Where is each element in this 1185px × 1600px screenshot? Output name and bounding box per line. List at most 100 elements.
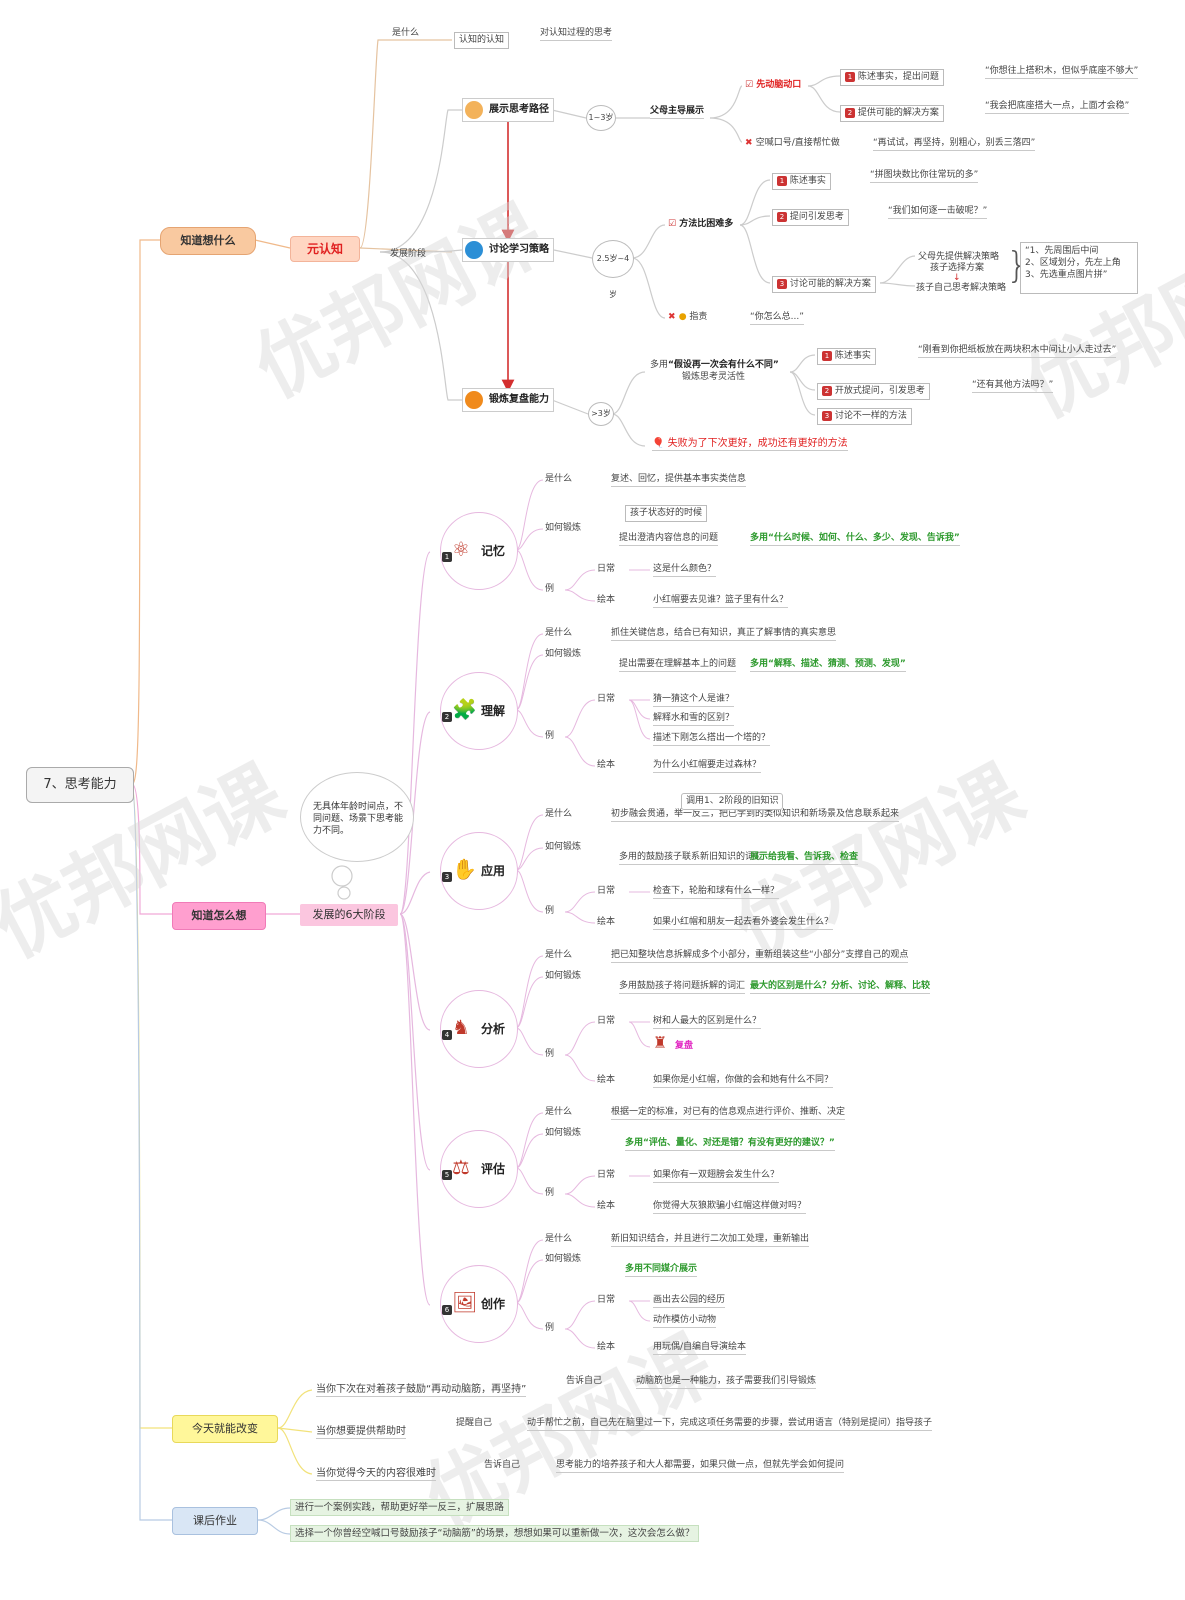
daily-question: 画出去公园的经历 <box>653 1295 726 1308</box>
road-icon <box>465 101 483 119</box>
check-icon: ☑ <box>745 80 757 90</box>
stage-name[interactable]: 应用 <box>481 864 506 878</box>
today-trigger[interactable]: 当你下次在对着孩子鼓励“再动动脑筋，再坚持” <box>316 1384 527 1397</box>
number-badge: 2 <box>442 712 452 722</box>
stage-review-ability[interactable]: 锻炼复盘能力 <box>462 388 554 412</box>
number-badge: 4 <box>442 1030 452 1040</box>
person-icon <box>465 241 483 259</box>
review-icon: ♜ <box>653 1033 668 1052</box>
sub-item: 父母先提供解决策略 <box>918 252 1000 262</box>
number-badge: 3 <box>442 872 452 882</box>
how-label: 如何锻炼 <box>545 523 582 533</box>
how-label: 如何锻炼 <box>545 971 582 981</box>
stage-name[interactable]: 评估 <box>481 1162 506 1176</box>
how-text: 多用鼓励孩子将问题拆解的词汇 <box>619 981 746 994</box>
branch-know-how[interactable]: 知道怎么想 <box>172 902 266 930</box>
meta-cognition[interactable]: 元认知 <box>290 236 360 262</box>
dev-stage-label: 发展阶段 <box>390 249 427 259</box>
number-badge: 2 <box>845 108 855 118</box>
sub-item: 孩子选择方案 <box>930 263 985 273</box>
step-item[interactable]: 1 陈述事实 <box>772 173 831 190</box>
book-question: 如果你是小红帽，你做的会和她有什么不同？ <box>653 1075 834 1088</box>
book-question: 你觉得大灰狼欺骗小红帽这样做对吗？ <box>653 1201 807 1214</box>
six-stages[interactable]: 发展的6大阶段 <box>300 904 398 926</box>
daily-question: 描述下刚怎么搭出一个塔的？ <box>653 733 771 746</box>
check-icon: ☑ <box>668 219 680 229</box>
daily-question: 这是什么颜色？ <box>653 564 717 577</box>
stage-discuss-strategy[interactable]: 讨论学习策略 <box>462 238 554 262</box>
cognition-node[interactable]: 认知的认知 <box>454 32 510 49</box>
daily-question: 如果你有一双翅膀会发生什么？ <box>653 1170 780 1183</box>
branch-today[interactable]: 今天就能改变 <box>172 1415 278 1443</box>
balloon-icon: 🎈 <box>652 438 665 449</box>
daily-label: 日常 <box>597 694 616 704</box>
how-label: 如何锻炼 <box>545 649 582 659</box>
how-tip: 多用不同媒介展示 <box>625 1264 698 1277</box>
quote: “你怎么总...” <box>750 312 804 325</box>
how-label: 如何锻炼 <box>545 1254 582 1264</box>
example-label: 例 <box>545 906 555 916</box>
root-topic[interactable]: 7、思考能力 <box>26 767 134 803</box>
how-tip: 多用“解释、描述、猜测、预测、发现” <box>750 659 906 672</box>
quote: “我们如何逐一击破呢？” <box>888 206 988 219</box>
stage-node[interactable] <box>440 1130 518 1208</box>
note-box: 孩子状态好的时候 <box>625 505 708 522</box>
daily-label: 日常 <box>597 1170 616 1180</box>
thought-bubble: 无具体年龄时间点，不同问题、场景下思考能力不同。 <box>300 772 414 862</box>
puzzle-icon: 🧩 <box>452 697 477 721</box>
what-label: 是什么 <box>545 474 573 484</box>
book-label: 绘本 <box>597 917 616 927</box>
branch-know-what[interactable]: 知道想什么 <box>160 227 256 255</box>
what-label: 是什么 <box>545 809 573 819</box>
step-item[interactable]: 3 讨论不一样的方法 <box>817 408 912 425</box>
today-note: 动手帮忙之前，自己先在脑里过一下，完成这项任务需要的步骤，尝试用语言（特别是提问… <box>527 1418 933 1431</box>
stage-node[interactable] <box>440 512 518 590</box>
stage-node[interactable] <box>440 990 518 1068</box>
homework-item[interactable]: 进行一个案例实践，帮助更好举一反三，扩展思路 <box>290 1499 510 1516</box>
book-question: 小红帽要去见谁？篮子里有什么？ <box>653 595 789 608</box>
number-badge: 3 <box>777 279 787 289</box>
today-reminder: 告诉自己 <box>484 1460 521 1470</box>
today-note: 思考能力的培养孩子和大人都需要，如果只做一点，但就先学会如何提问 <box>556 1460 845 1473</box>
daily-question: 树和人最大的区别是什么？ <box>653 1016 762 1029</box>
step-item[interactable]: 2 开放式提问，引发思考 <box>817 383 930 400</box>
stage-node[interactable] <box>440 1265 518 1343</box>
branch-homework[interactable]: 课后作业 <box>172 1507 258 1535</box>
daily-label: 日常 <box>597 886 616 896</box>
good-practice: ☑ 方法比困难多 <box>668 219 734 229</box>
book-question: 为什么小红帽要走过森林？ <box>653 760 762 773</box>
step-item[interactable]: 1 陈述事实 <box>817 348 876 365</box>
example-label: 例 <box>545 1188 555 1198</box>
today-trigger[interactable]: 当你觉得今天的内容很难时 <box>316 1468 436 1481</box>
what-text: 复述、回忆，提供基本事实类信息 <box>611 474 747 487</box>
stage-name[interactable]: 理解 <box>481 704 506 718</box>
stage-node[interactable] <box>440 672 518 750</box>
how-label: 如何锻炼 <box>545 1128 582 1138</box>
cross-icon: ✖ <box>745 138 756 148</box>
what-text: 根据一定的标准，对已有的信息观点进行评价、推断、决定 <box>611 1107 846 1120</box>
cross-icon: ✖ <box>668 312 679 322</box>
stage-name[interactable]: 分析 <box>481 1022 506 1036</box>
stage-show-path[interactable]: 展示思考路径 <box>462 98 554 122</box>
step-item[interactable]: 3 讨论可能的解决方案 <box>772 276 876 293</box>
quote: “我会把底座搭大一点，上面才会稳” <box>985 101 1130 114</box>
step-item[interactable]: 1 陈述事实，提出问题 <box>840 69 944 86</box>
daily-label: 日常 <box>597 1016 616 1026</box>
stage-name[interactable]: 创作 <box>481 1297 506 1311</box>
homework-item[interactable]: 选择一个你曾经空喊口号鼓励孩子“动脑筋”的场景，想想如果可以重新做一次，这次会怎… <box>290 1525 700 1542</box>
daily-question: 猜一猜这个人是谁？ <box>653 694 735 707</box>
atom-icon: ⚛ <box>452 537 470 561</box>
number-badge: 1 <box>442 552 452 562</box>
example-label: 例 <box>545 584 555 594</box>
step-item[interactable]: 2 提问引发思考 <box>772 209 849 226</box>
stage-node[interactable] <box>440 832 518 910</box>
lead-text: 多用“假设再一次会有什么不同” <box>650 360 779 370</box>
quote: “刚看到你把纸板放在两块积木中间让小人走过去” <box>918 345 1117 358</box>
book-question: 如果小红帽和朋友一起去看外婆会发生什么？ <box>653 917 834 930</box>
today-trigger[interactable]: 当你想要提供帮助时 <box>316 1426 406 1439</box>
step-item[interactable]: 2 提供可能的解决方案 <box>840 105 944 122</box>
bad-practice: ✖ 空喊口号/直接帮忙做 <box>745 138 840 148</box>
stage-name[interactable]: 记忆 <box>481 544 506 558</box>
